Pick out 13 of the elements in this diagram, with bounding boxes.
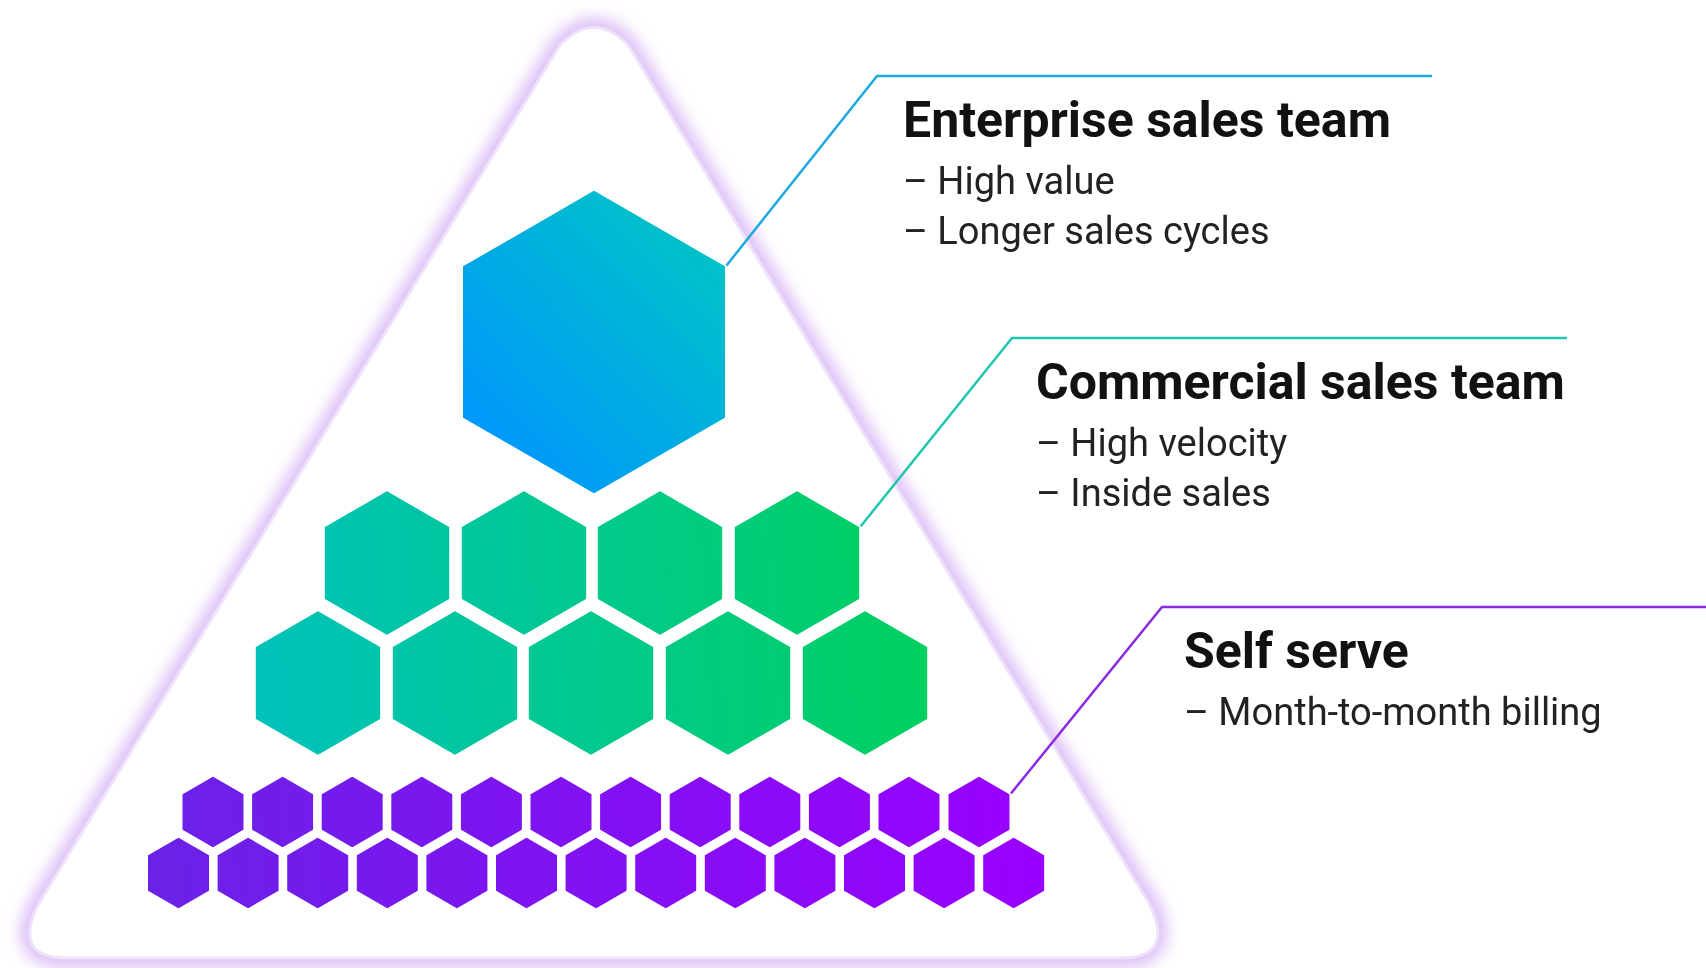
bullet-text: – Month-to-month billing <box>1184 689 1603 736</box>
bullet-text: – High value <box>903 158 1116 205</box>
leader-line <box>1010 605 1706 795</box>
leader-line <box>725 74 1432 267</box>
heading: Self serve <box>1184 621 1410 681</box>
bullet-text: – High velocity <box>1036 420 1289 467</box>
hexagon <box>945 773 1013 851</box>
bullet-text: – Inside sales <box>1036 470 1272 517</box>
hexagon <box>460 187 728 497</box>
heading: Enterprise sales team <box>903 90 1392 150</box>
bullet-text: – Longer sales cycles <box>903 208 1271 255</box>
heading: Commercial sales team <box>1036 352 1566 412</box>
leader-line <box>859 336 1567 528</box>
